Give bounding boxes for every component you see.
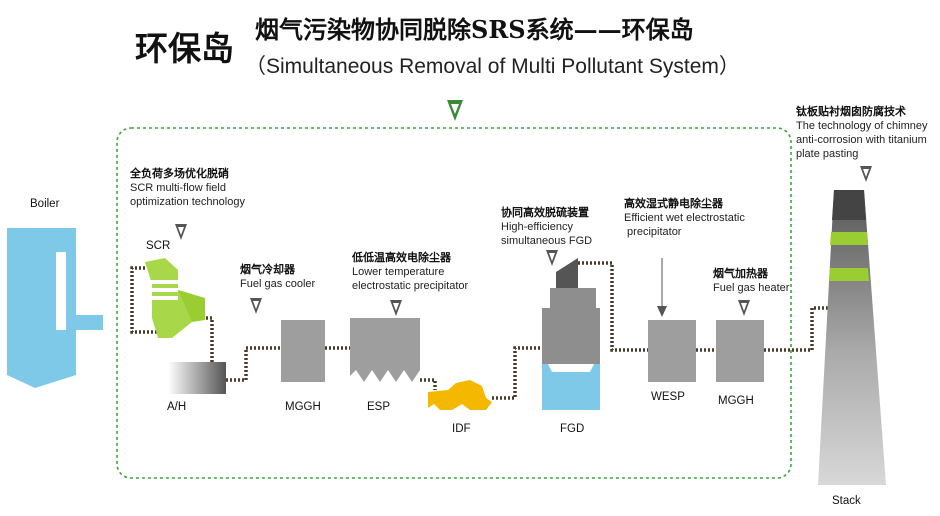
chimney-annotation-en-2: anti-corrosion with titanium [796, 134, 927, 146]
stack-unit [818, 190, 886, 485]
chimney-annotation-en-3: plate pasting [796, 148, 859, 160]
fgd-label: FGD [560, 423, 585, 435]
wesp-annotation-en-1: Efficient wet electrostatic [624, 212, 745, 224]
fgd-annotation: 协同高效脱硫装置 High-efficiency simultaneous FG… [501, 206, 592, 248]
mggh1-unit [281, 320, 325, 382]
fgd-arrow-icon [546, 250, 558, 266]
heater-arrow-icon [738, 300, 750, 316]
mggh2-label: MGGH [718, 395, 754, 407]
chimney-annotation-cn: 钛板贴衬烟囱防腐技术 [796, 106, 906, 118]
scr-label: SCR [146, 240, 171, 252]
esp-arrow-icon [390, 300, 402, 316]
wesp-annotation: 高效湿式静电除尘器 Efficient wet electrostatic pr… [624, 197, 745, 239]
cooler-annotation-cn: 烟气冷却器 [240, 264, 295, 276]
wesp-annotation-en-2: precipitator [624, 226, 682, 238]
scr-annotation-en-2: optimization technology [130, 196, 245, 208]
mggh1-label: MGGH [285, 401, 321, 413]
cooler-annotation: 烟气冷却器 Fuel gas cooler [240, 263, 315, 291]
esp-annotation-en-2: electrostatic precipitator [352, 280, 469, 292]
idf-label: IDF [452, 423, 471, 435]
wesp-annotation-cn: 高效湿式静电除尘器 [624, 198, 723, 210]
fgd-unit [542, 258, 600, 410]
esp-annotation-cn: 低低温高效电除尘器 [352, 252, 451, 264]
boiler-shape [7, 228, 103, 388]
esp-annotation-en-1: Lower temperature [352, 266, 445, 278]
scr-annotation-en-1: SCR multi-flow field [130, 182, 226, 194]
ah-unit [168, 362, 226, 394]
chimney-annotation: 钛板贴衬烟囱防腐技术 The technology of chimney ant… [796, 105, 927, 161]
wesp-label: WESP [651, 391, 685, 403]
scr-annotation-cn: 全负荷多场优化脱硝 [130, 168, 229, 180]
heater-annotation: 烟气加热器 Fuel gas heater [713, 267, 789, 295]
boiler-label: Boiler [30, 198, 60, 210]
wesp-unit [648, 320, 696, 382]
idf-unit [428, 380, 492, 410]
wesp-arrow-icon [657, 306, 667, 317]
fgd-annotation-cn: 协同高效脱硫装置 [501, 207, 589, 219]
esp-label: ESP [367, 401, 391, 413]
title-cn: 烟气污染物协同脱除SRS系统——环保岛 [255, 15, 694, 44]
scr-arrow-icon [175, 224, 187, 240]
chimney-annotation-en-1: The technology of chimney [796, 120, 928, 132]
heater-annotation-en-1: Fuel gas heater [713, 282, 790, 294]
flue-ducts [130, 261, 830, 400]
title-en: （Simultaneous Removal of Multi Pollutant… [245, 55, 740, 78]
scr-annotation: 全负荷多场优化脱硝 SCR multi-flow field optimizat… [130, 167, 245, 209]
island-border [116, 127, 792, 479]
cooler-arrow-icon [250, 298, 262, 314]
heater-annotation-cn: 烟气加热器 [713, 268, 768, 280]
cooler-annotation-en-1: Fuel gas cooler [240, 278, 316, 290]
mggh2-unit [716, 320, 764, 382]
scr-unit [145, 258, 205, 338]
esp-annotation: 低低温高效电除尘器 Lower temperature electrostati… [352, 251, 468, 293]
title-short: 环保岛 [135, 29, 234, 68]
stack-label: Stack [832, 495, 861, 507]
esp-unit [350, 318, 420, 382]
fgd-annotation-en-1: High-efficiency [501, 221, 573, 233]
fgd-annotation-en-2: simultaneous FGD [501, 235, 593, 247]
chimney-arrow-icon [860, 166, 872, 182]
ah-label: A/H [167, 401, 187, 413]
island-arrow-icon [447, 100, 463, 121]
